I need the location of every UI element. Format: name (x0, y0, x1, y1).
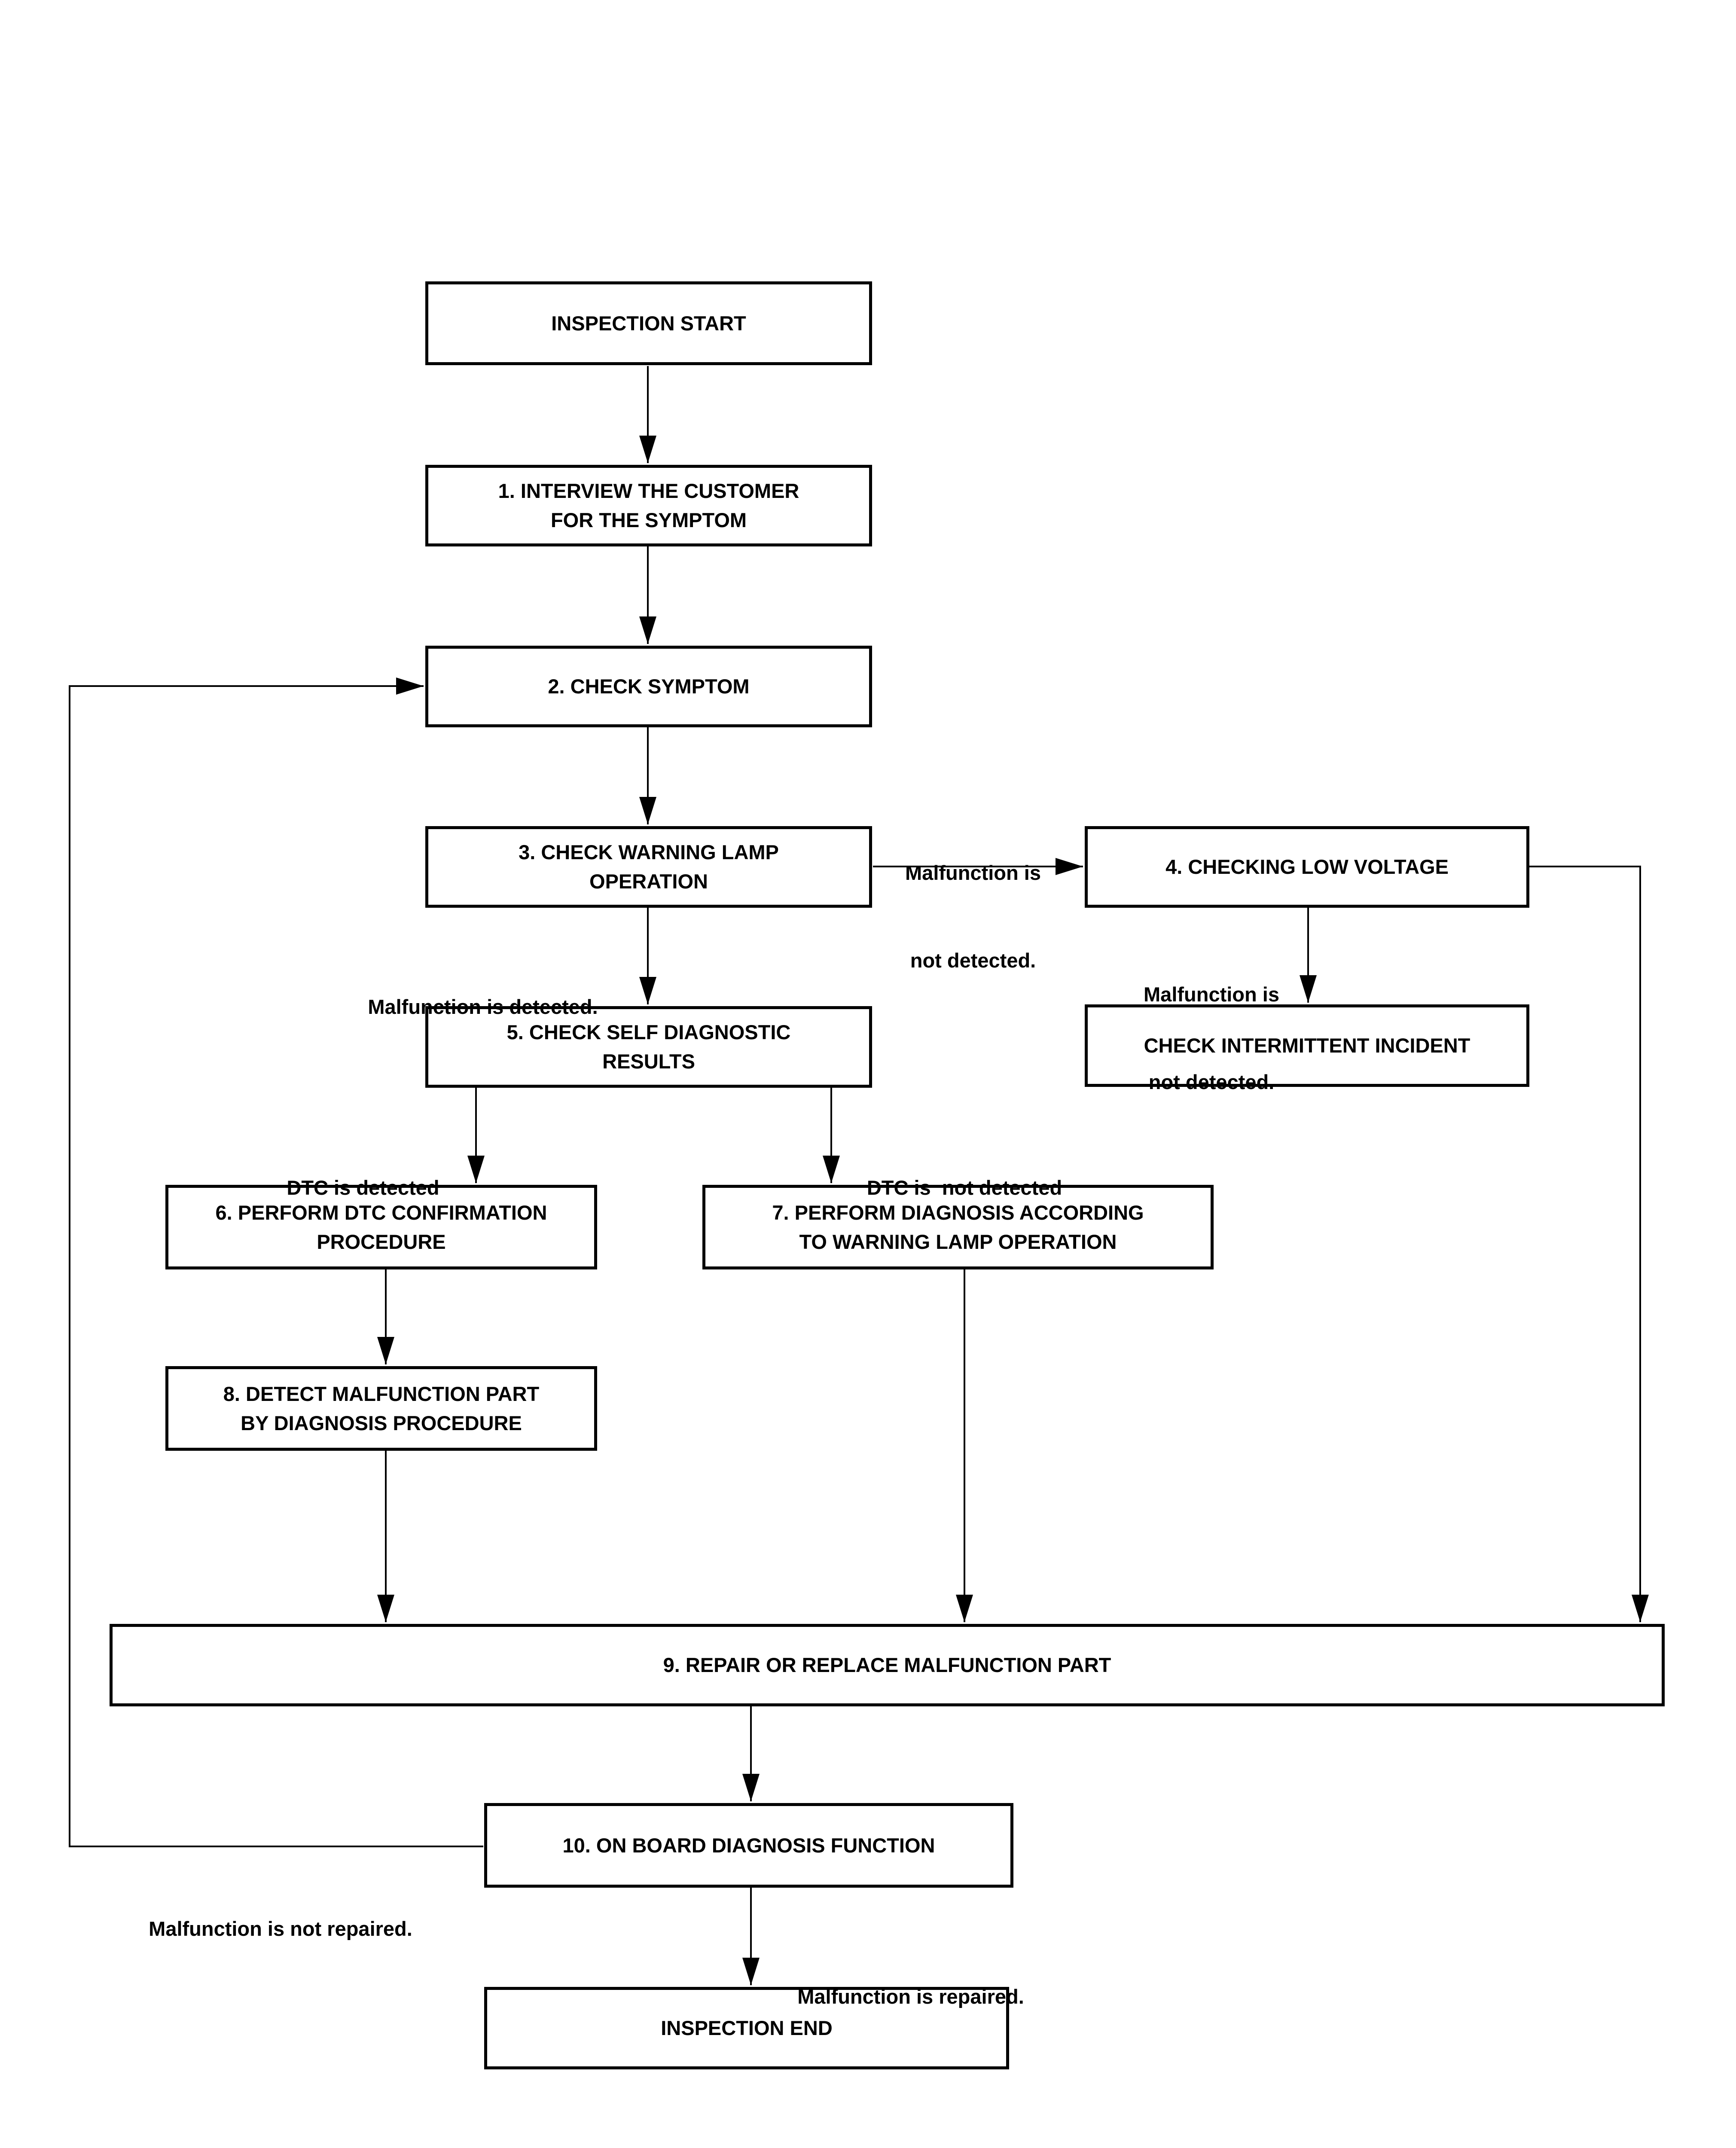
flow-node-step-3-check-warning-lamp: 3. CHECK WARNING LAMP OPERATION (425, 826, 872, 908)
edge-label-line: not detected. (910, 949, 1036, 972)
flow-node-line: 10. ON BOARD DIAGNOSIS FUNCTION (562, 1834, 935, 1857)
edge-label-line: Malfunction is (905, 861, 1041, 884)
edge-label-line: Malfunction is repaired. (797, 1985, 1024, 2008)
edge-label-line: Malfunction is not repaired. (149, 1917, 412, 1940)
flow-node-line: BY DIAGNOSIS PROCEDURE (241, 1411, 522, 1434)
flow-node-line: PROCEDURE (317, 1230, 446, 1253)
connector-step10-loop-to-step2 (69, 677, 483, 1847)
flow-node-step-6-dtc-confirmation: 6. PERFORM DTC CONFIRMATION PROCEDURE (165, 1185, 597, 1269)
edge-label-dtc-not-detected: DTC is not detected (867, 1115, 1062, 1261)
flow-node-line: 2. CHECK SYMPTOM (548, 675, 750, 698)
flow-node-line: 3. CHECK WARNING LAMP (519, 841, 779, 863)
flow-node-inspection-start: INSPECTION START (425, 281, 872, 365)
flow-node-step-7-diagnosis-warning-lamp: 7. PERFORM DIAGNOSIS ACCORDING TO WARNIN… (702, 1185, 1214, 1269)
flow-node-line: 6. PERFORM DTC CONFIRMATION (215, 1201, 547, 1224)
edge-label-malfunction-not-detected-down: Malfunction is not detected. (1144, 921, 1279, 1155)
edge-label-line: Malfunction is (1144, 983, 1279, 1006)
flow-node-line: CHECK INTERMITTENT INCIDENT (1144, 1034, 1471, 1057)
flow-node-step-10-on-board-diagnosis: 10. ON BOARD DIAGNOSIS FUNCTION (484, 1803, 1013, 1888)
flow-node-step-8-detect-malfunction-part: 8. DETECT MALFUNCTION PART BY DIAGNOSIS … (165, 1366, 597, 1451)
edge-label-malfunction-not-detected-right: Malfunction is not detected. (905, 800, 1041, 1034)
flow-node-line: TO WARNING LAMP OPERATION (799, 1230, 1117, 1253)
flow-node-step-5-check-self-diagnostic: 5. CHECK SELF DIAGNOSTIC RESULTS (425, 1006, 872, 1088)
edge-label-line: not detected. (1148, 1071, 1275, 1093)
edge-label-malfunction-not-repaired: Malfunction is not repaired. (149, 1856, 412, 2002)
edge-label-line: DTC is not detected (866, 1176, 1062, 1199)
flow-node-line: 8. DETECT MALFUNCTION PART (223, 1382, 540, 1405)
flow-node-line: INSPECTION START (551, 311, 746, 335)
edge-label-malfunction-detected: Malfunction is detected. (368, 934, 598, 1080)
flow-node-check-intermittent-incident: CHECK INTERMITTENT INCIDENT (1085, 1004, 1529, 1087)
flow-node-line: FOR THE SYMPTOM (550, 509, 747, 531)
edge-label-malfunction-repaired: Malfunction is repaired. (797, 1924, 1024, 2070)
connector-step4-to-step9 (1529, 866, 1649, 1622)
flow-node-inspection-end: INSPECTION END (484, 1987, 1009, 2069)
flow-node-step-9-repair-or-replace: 9. REPAIR OR REPLACE MALFUNCTION PART (110, 1624, 1665, 1706)
edge-label-line: Malfunction is detected. (368, 995, 598, 1018)
flow-node-line: OPERATION (589, 870, 708, 893)
flow-node-line: 5. CHECK SELF DIAGNOSTIC (506, 1021, 791, 1043)
flow-node-line: 4. CHECKING LOW VOLTAGE (1165, 855, 1449, 878)
flow-node-line: RESULTS (602, 1050, 695, 1073)
flow-node-step-1-interview-customer: 1. INTERVIEW THE CUSTOMER FOR THE SYMPTO… (425, 465, 872, 546)
edge-label-dtc-detected: DTC is detected (287, 1115, 439, 1261)
flow-node-line: 9. REPAIR OR REPLACE MALFUNCTION PART (663, 1654, 1111, 1676)
edge-label-line: DTC is detected (287, 1176, 439, 1199)
flow-node-line: 1. INTERVIEW THE CUSTOMER (498, 479, 799, 502)
flow-node-step-2-check-symptom: 2. CHECK SYMPTOM (425, 646, 872, 727)
flow-node-step-4-checking-low-voltage: 4. CHECKING LOW VOLTAGE (1085, 826, 1529, 908)
flow-node-line: INSPECTION END (661, 2017, 833, 2039)
flow-node-line: 7. PERFORM DIAGNOSIS ACCORDING (772, 1201, 1144, 1224)
